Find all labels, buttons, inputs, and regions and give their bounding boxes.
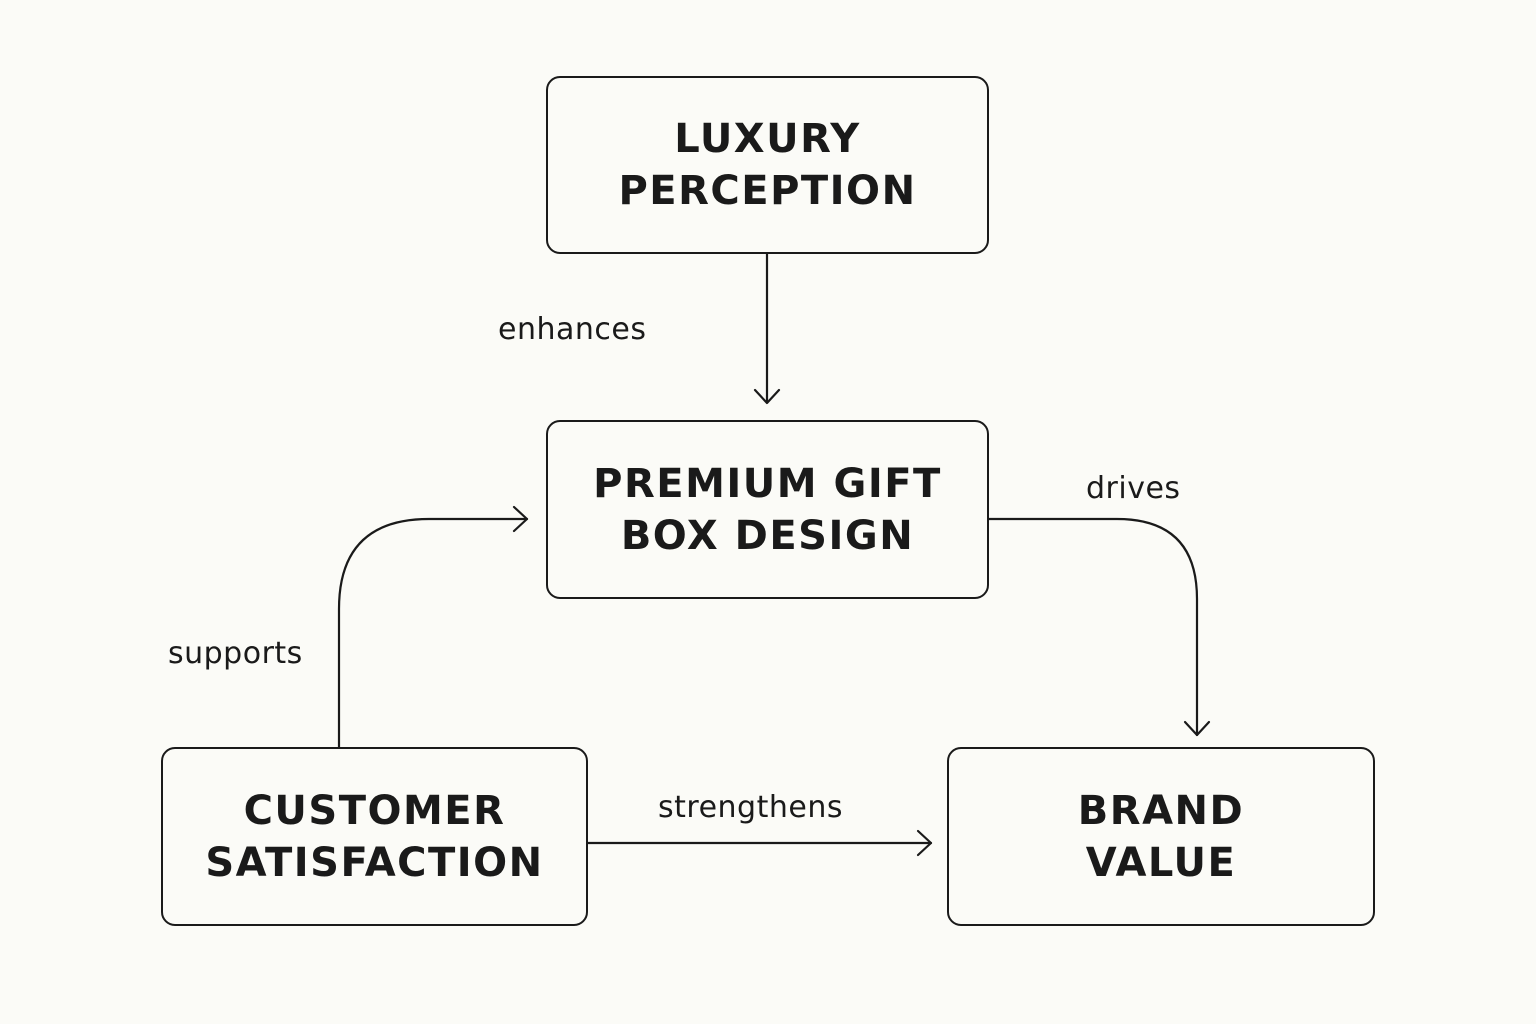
edge-label-supports: supports: [168, 636, 303, 671]
node-label-customer-satisfaction: CUSTOMER SATISFACTION: [205, 787, 544, 886]
node-brand-value: BRAND VALUE: [947, 747, 1375, 926]
node-label-luxury-perception: LUXURY PERCEPTION: [618, 116, 917, 214]
node-premium-gift-box-design: PREMIUM GIFT BOX DESIGN: [546, 420, 989, 599]
node-customer-satisfaction: CUSTOMER SATISFACTION: [161, 747, 588, 926]
arrowhead-drives: [1183, 720, 1211, 737]
node-luxury-perception: LUXURY PERCEPTION: [546, 76, 989, 254]
node-label-premium-gift-box-design: PREMIUM GIFT BOX DESIGN: [593, 460, 942, 559]
arrowhead-strengthens: [916, 829, 933, 857]
node-label-brand-value: BRAND VALUE: [1077, 787, 1245, 886]
edge-label-strengthens: strengthens: [658, 790, 843, 825]
arrow-supports: [337, 517, 529, 749]
edge-label-enhances: enhances: [498, 312, 647, 347]
edge-label-drives: drives: [1086, 471, 1181, 506]
arrow-drives: [987, 517, 1199, 737]
arrowhead-enhances: [753, 388, 781, 405]
arrowhead-supports: [512, 505, 529, 533]
